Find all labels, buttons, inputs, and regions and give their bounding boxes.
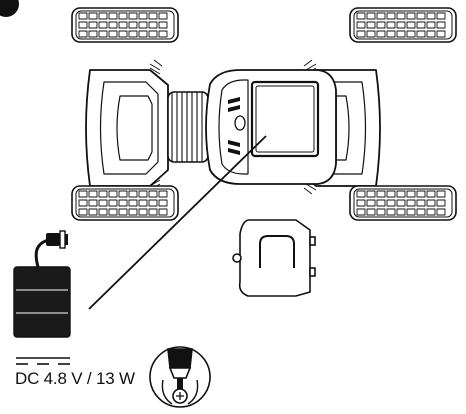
step-marker-icon: [0, 0, 19, 17]
battery-cover-icon: [232, 219, 316, 297]
tire-top-left: [71, 7, 179, 43]
car-center-body: [205, 69, 337, 185]
tire-top-right: [349, 7, 457, 43]
screwdriver-icon: [149, 346, 211, 408]
battery-pack-icon: [13, 230, 71, 338]
accordion-joint-left: [167, 91, 209, 163]
left-wheel-hub: [85, 59, 169, 195]
pointer-line: [88, 135, 267, 310]
tire-bottom-left: [71, 185, 179, 221]
tire-bottom-right: [349, 185, 457, 221]
dc-symbol-icon: [16, 357, 70, 365]
power-spec-label: DC 4.8 V / 13 W: [15, 369, 135, 388]
rc-car-illustration: [71, 7, 457, 221]
battery-compartment: [250, 80, 320, 158]
connector-icon: [46, 230, 68, 249]
